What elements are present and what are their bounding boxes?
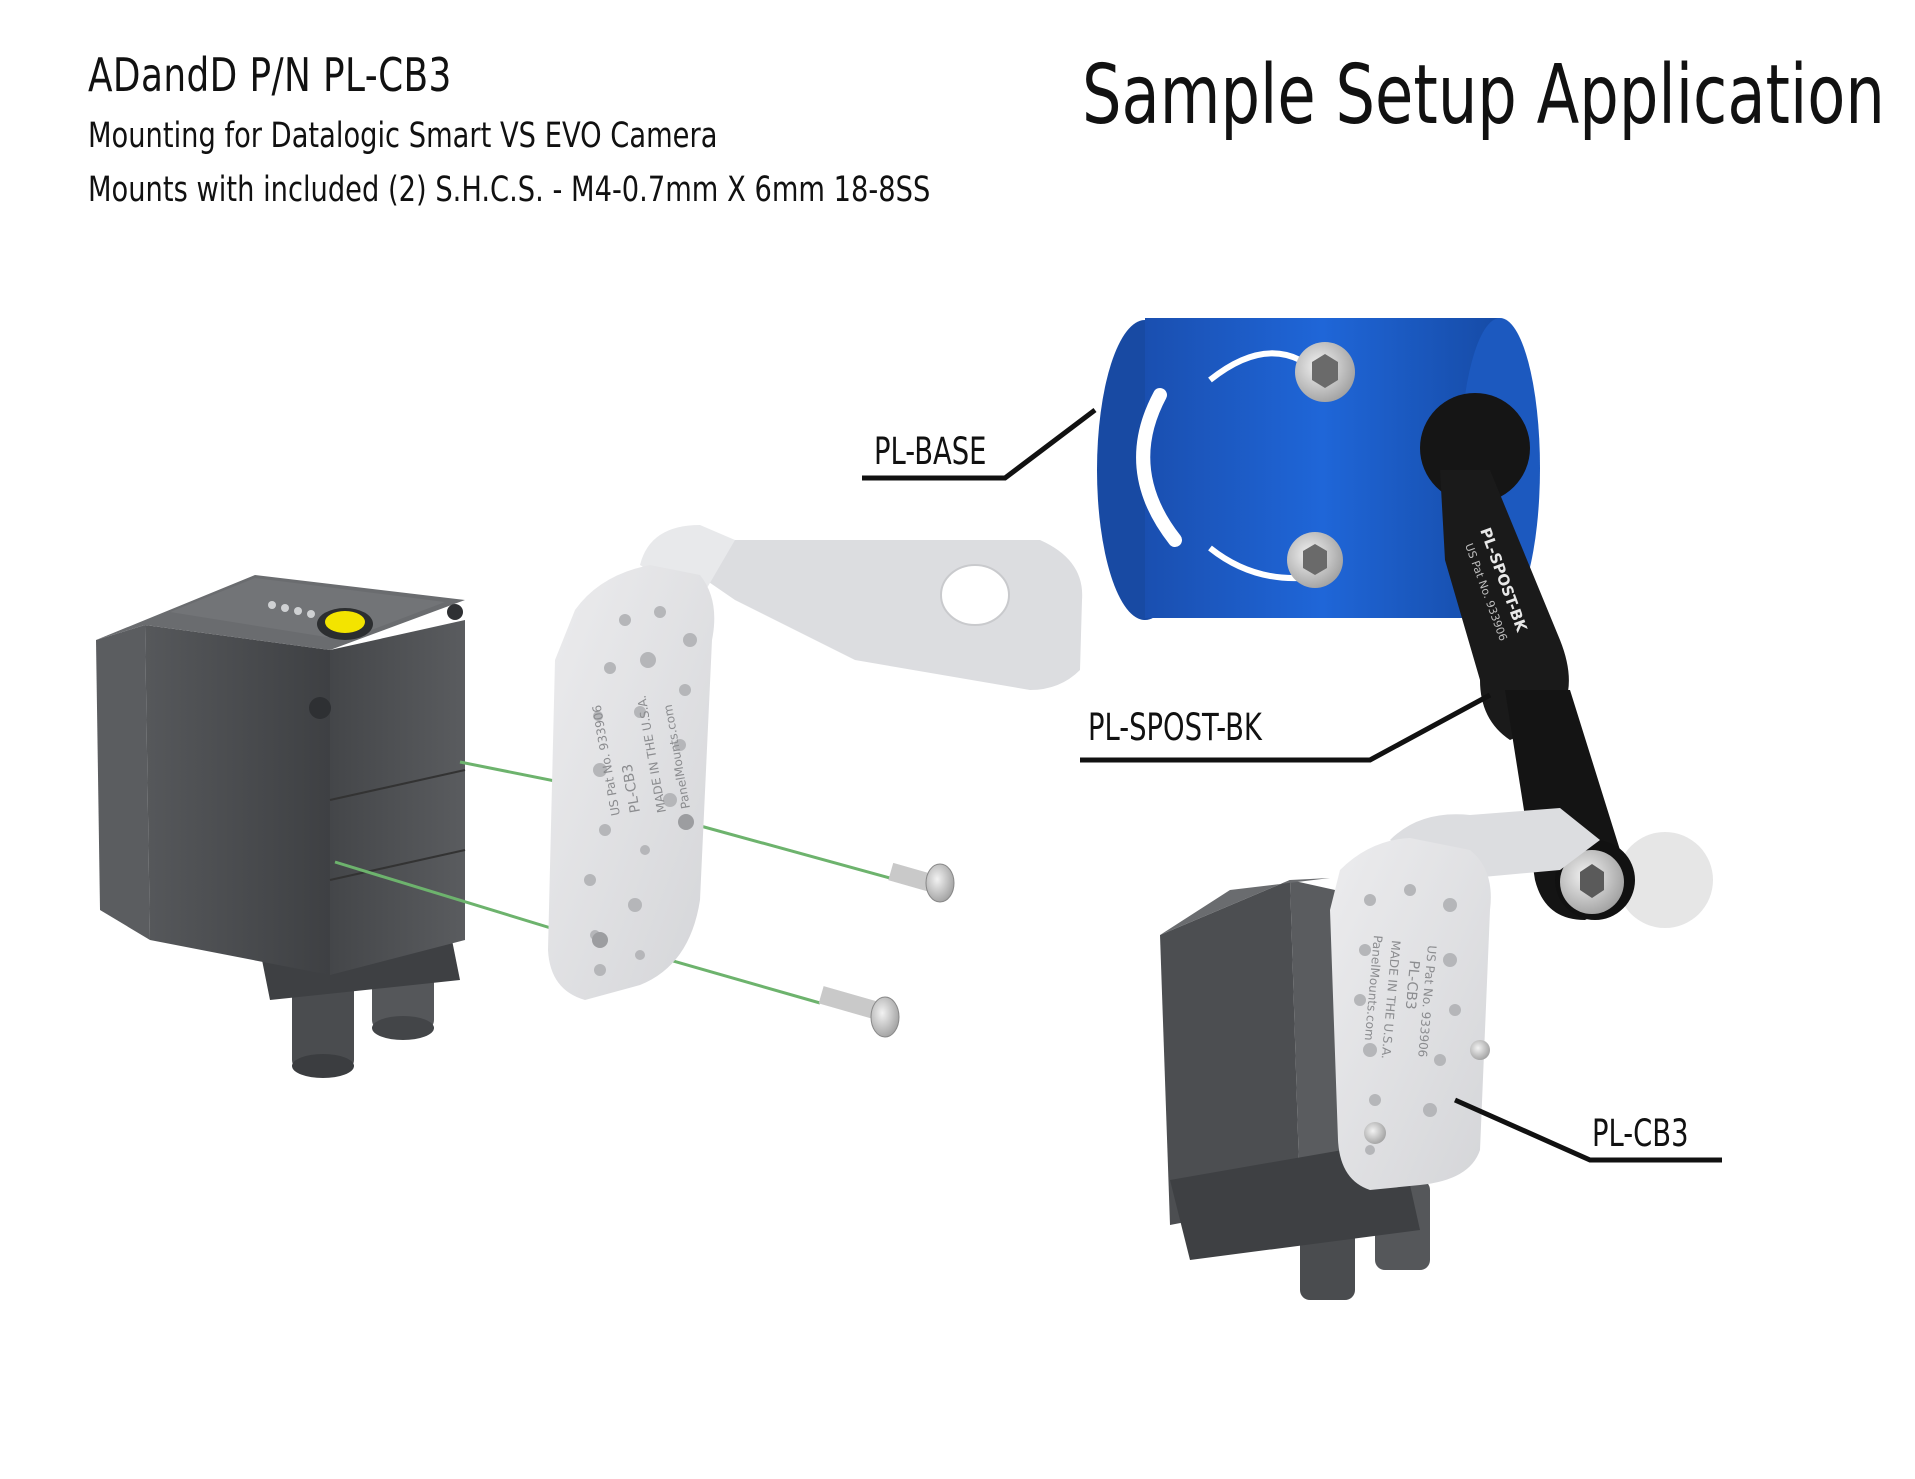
callout-label-pl-base: PL-BASE [874, 430, 987, 473]
pl-base-white-arc [1136, 388, 1182, 547]
callout-label-pl-cb3: PL-CB3 [1592, 1112, 1689, 1155]
axis-line-upper-right [685, 820, 891, 880]
right-camera-body [1160, 880, 1300, 1225]
leader-line-pl-base [862, 408, 1097, 481]
right-assembly: PL-CB3 US Pat No. 933906 MADE IN THE U.S… [1160, 808, 1600, 1300]
left-camera-yellow-led [325, 611, 365, 633]
screw-lower [818, 986, 900, 1038]
right-bracket-engraving-1: PL-CB3 [1402, 960, 1422, 1011]
hardware-note: Mounts with included (2) S.H.C.S. - M4-0… [88, 170, 931, 210]
screw-upper [888, 862, 955, 903]
axis-line-lower-left [334, 860, 591, 942]
leader-line-pl-cb3 [1453, 1097, 1722, 1163]
pl-spost-washer [1617, 832, 1713, 928]
sample-setup-title: Sample Setup Application [1082, 48, 1885, 143]
left-bracket-slot [940, 564, 1010, 626]
left-bracket: PL-CB3 US Pat No. 933906 MADE IN THE U.S… [548, 525, 1083, 1000]
product-description: Mounting for Datalogic Smart VS EVO Came… [88, 116, 718, 156]
product-title: ADandD P/N PL-CB3 [88, 48, 452, 102]
leader-line-pl-spost-bk [1080, 692, 1492, 763]
callout-label-pl-spost-bk: PL-SPOST-BK [1088, 706, 1262, 749]
left-camera-front-face [96, 625, 150, 940]
left-camera [96, 575, 466, 1078]
left-bracket-plate [548, 565, 715, 1000]
